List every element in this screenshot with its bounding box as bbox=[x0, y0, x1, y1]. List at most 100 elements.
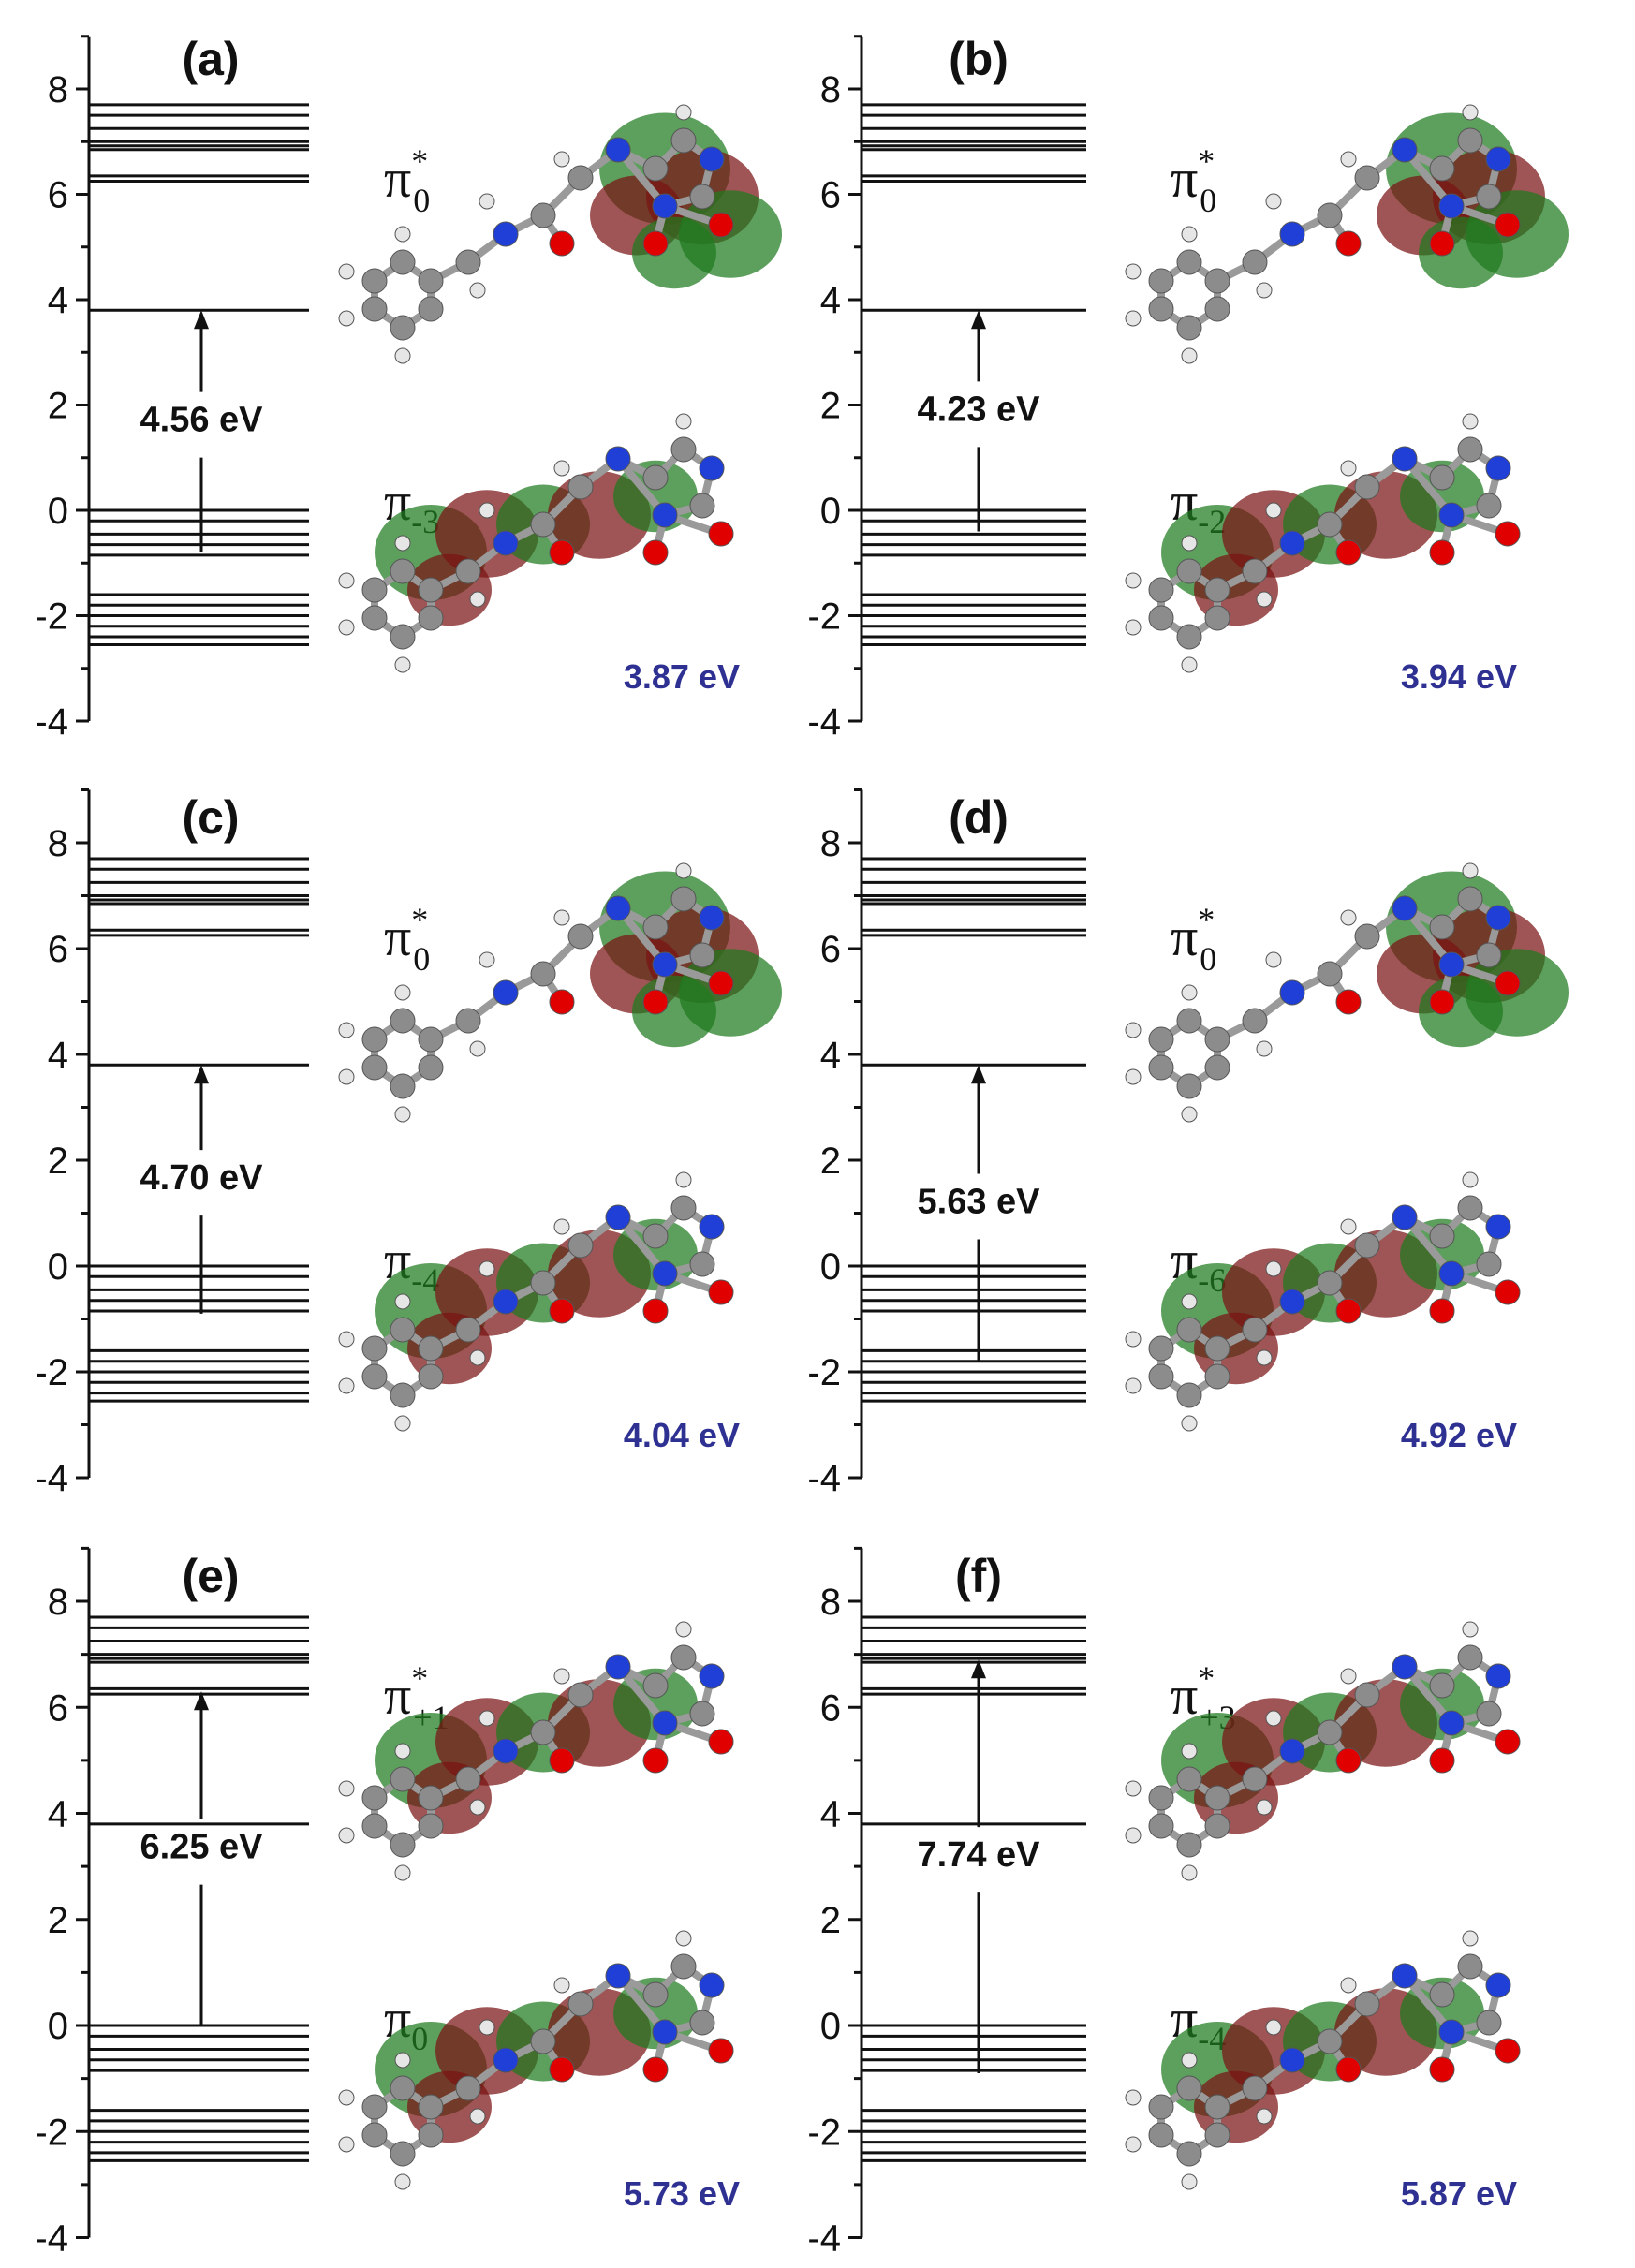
atom-c bbox=[1148, 1026, 1174, 1053]
atom-o bbox=[1429, 230, 1455, 257]
atom-c bbox=[689, 1251, 715, 1277]
atom-o bbox=[1335, 230, 1362, 257]
atom-c bbox=[567, 165, 594, 191]
atom-h bbox=[1181, 2052, 1198, 2069]
atom-c bbox=[1354, 1991, 1380, 2017]
atom-c bbox=[1204, 2094, 1230, 2120]
atom-o bbox=[1335, 2056, 1362, 2083]
atom-c bbox=[390, 1832, 416, 1858]
atom-h bbox=[394, 226, 411, 243]
transition-arrowhead bbox=[194, 1691, 209, 1711]
atom-h bbox=[1125, 1780, 1142, 1797]
atom-c bbox=[1176, 1073, 1202, 1099]
atom-c bbox=[642, 914, 669, 940]
atom-c bbox=[642, 1223, 669, 1249]
atom-c bbox=[418, 1026, 444, 1053]
atom-h bbox=[1462, 1171, 1479, 1188]
atom-h bbox=[1125, 1022, 1142, 1038]
y-tick-label: 2 bbox=[48, 1900, 68, 1941]
atom-h bbox=[469, 1349, 486, 1366]
atom-c bbox=[1204, 605, 1230, 631]
atom-n bbox=[1438, 1710, 1465, 1736]
atom-h bbox=[1125, 263, 1142, 280]
atom-h bbox=[553, 1668, 570, 1685]
atom-h bbox=[675, 1171, 692, 1188]
panel-letter: (f) bbox=[955, 1550, 1002, 1602]
atom-c bbox=[1457, 886, 1483, 912]
atom-h bbox=[1181, 656, 1198, 673]
transition-arrowhead bbox=[971, 310, 986, 330]
atom-h bbox=[338, 572, 355, 589]
atom-h bbox=[338, 263, 355, 280]
gap-energy-label: 4.56 eV bbox=[140, 401, 264, 440]
atom-c bbox=[567, 1991, 594, 2017]
y-tick-label: -2 bbox=[807, 596, 841, 638]
atom-n bbox=[493, 1738, 519, 1764]
atom-c bbox=[689, 2010, 715, 2036]
atom-c bbox=[689, 1701, 715, 1727]
atom-c bbox=[1204, 268, 1230, 294]
atom-c bbox=[361, 605, 388, 631]
atom-n bbox=[1485, 1972, 1511, 1998]
y-tick-label: -4 bbox=[807, 701, 841, 743]
atom-h bbox=[1181, 347, 1198, 364]
panel-letter: (d) bbox=[949, 791, 1009, 844]
atom-o bbox=[549, 1298, 575, 1324]
atom-h bbox=[479, 1260, 495, 1277]
atom-o bbox=[1335, 1298, 1362, 1324]
atom-o bbox=[642, 1298, 669, 1324]
atom-c bbox=[390, 1008, 416, 1034]
atom-c bbox=[1148, 577, 1174, 603]
atom-o bbox=[1495, 212, 1521, 238]
atom-o bbox=[708, 1279, 734, 1305]
atom-h bbox=[338, 310, 355, 327]
atom-h bbox=[1125, 1377, 1142, 1394]
upper-orbital-molecule bbox=[1125, 862, 1569, 1123]
atom-c bbox=[1476, 2010, 1502, 2036]
atom-c bbox=[390, 624, 416, 650]
atom-c bbox=[1176, 1008, 1202, 1034]
gap-energy-label: 4.23 eV bbox=[918, 390, 1041, 429]
atom-c bbox=[1476, 1701, 1502, 1727]
gap-energy-label: 4.70 eV bbox=[140, 1158, 264, 1198]
gap-energy-label: 6.25 eV bbox=[140, 1828, 264, 1867]
atom-c bbox=[1354, 1232, 1380, 1259]
y-tick-label: 6 bbox=[820, 1687, 841, 1729]
atom-c bbox=[1429, 464, 1455, 491]
atom-h bbox=[1340, 1218, 1357, 1235]
atom-c bbox=[361, 1054, 388, 1081]
atom-n bbox=[1392, 895, 1418, 921]
atom-c bbox=[1476, 942, 1502, 968]
atom-c bbox=[1317, 202, 1343, 228]
atom-o bbox=[642, 989, 669, 1015]
atom-o bbox=[1429, 2056, 1455, 2083]
atom-n bbox=[1485, 146, 1511, 172]
atom-n bbox=[699, 1663, 725, 1689]
atom-h bbox=[553, 909, 570, 926]
atom-c bbox=[1176, 2141, 1202, 2167]
atom-h bbox=[1181, 1415, 1198, 1432]
atom-n bbox=[1279, 530, 1305, 556]
atom-h bbox=[394, 1743, 411, 1760]
atom-n bbox=[1485, 455, 1511, 481]
atom-c bbox=[1317, 1270, 1343, 1296]
atom-h bbox=[394, 2173, 411, 2190]
atom-c bbox=[1242, 1008, 1268, 1034]
atom-h bbox=[1340, 909, 1357, 926]
atom-c bbox=[1204, 1813, 1230, 1839]
atom-c bbox=[455, 558, 481, 584]
atom-o bbox=[1335, 539, 1362, 566]
atom-n bbox=[605, 1963, 631, 1989]
atom-c bbox=[1476, 1251, 1502, 1277]
atom-c bbox=[1148, 1335, 1174, 1362]
atom-n bbox=[605, 137, 631, 163]
atom-h bbox=[1462, 862, 1479, 879]
atom-h bbox=[1340, 460, 1357, 477]
atom-h bbox=[1256, 2108, 1273, 2125]
atom-h bbox=[1256, 1799, 1273, 1816]
y-tick-label: -4 bbox=[35, 1458, 68, 1499]
upper-orbital-label: π*0 bbox=[384, 142, 430, 219]
atom-c bbox=[642, 1672, 669, 1699]
atom-h bbox=[1256, 1040, 1273, 1057]
